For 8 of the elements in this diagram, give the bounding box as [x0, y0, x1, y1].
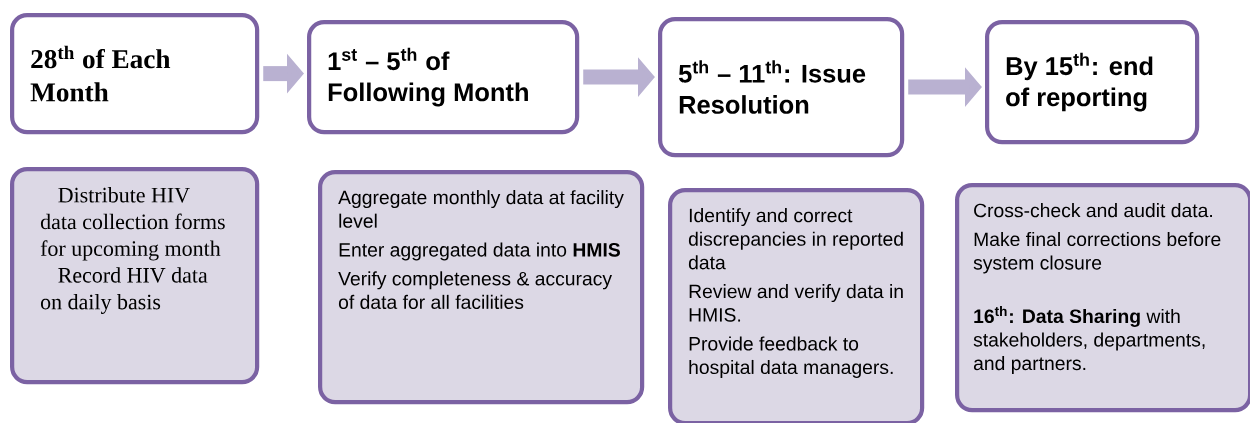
step-box: 28$^{th}$ of Each Month — [10, 13, 260, 135]
task-box: Identify and correct discrepancies in reported data Review and verify data in HMIS. Provide feedback to hospital data managers. — [668, 188, 925, 423]
step-box: 1$^{st}$ – 5$^{th}$ of Following Month — [307, 20, 580, 135]
task-box: Distribute HIV data collection forms for upcoming month Record HIV data on daily basis — [10, 167, 260, 385]
step-box: By 15$^{th}$: end of reporting — [985, 20, 1200, 145]
task-box: Aggregate monthly data at facility level Enter aggregated data into HMIS Verify completeness & accuracy of data for all facilities — [318, 170, 645, 405]
step-box: 5$^{th}$ – 11$^{th}$: Issue Resolution — [658, 17, 905, 158]
task-box: Cross-check and audit data. Make final corrections before system closure 16$^{th}$: Data Sharing with stakeholders, departments, and partners. — [955, 183, 1250, 413]
